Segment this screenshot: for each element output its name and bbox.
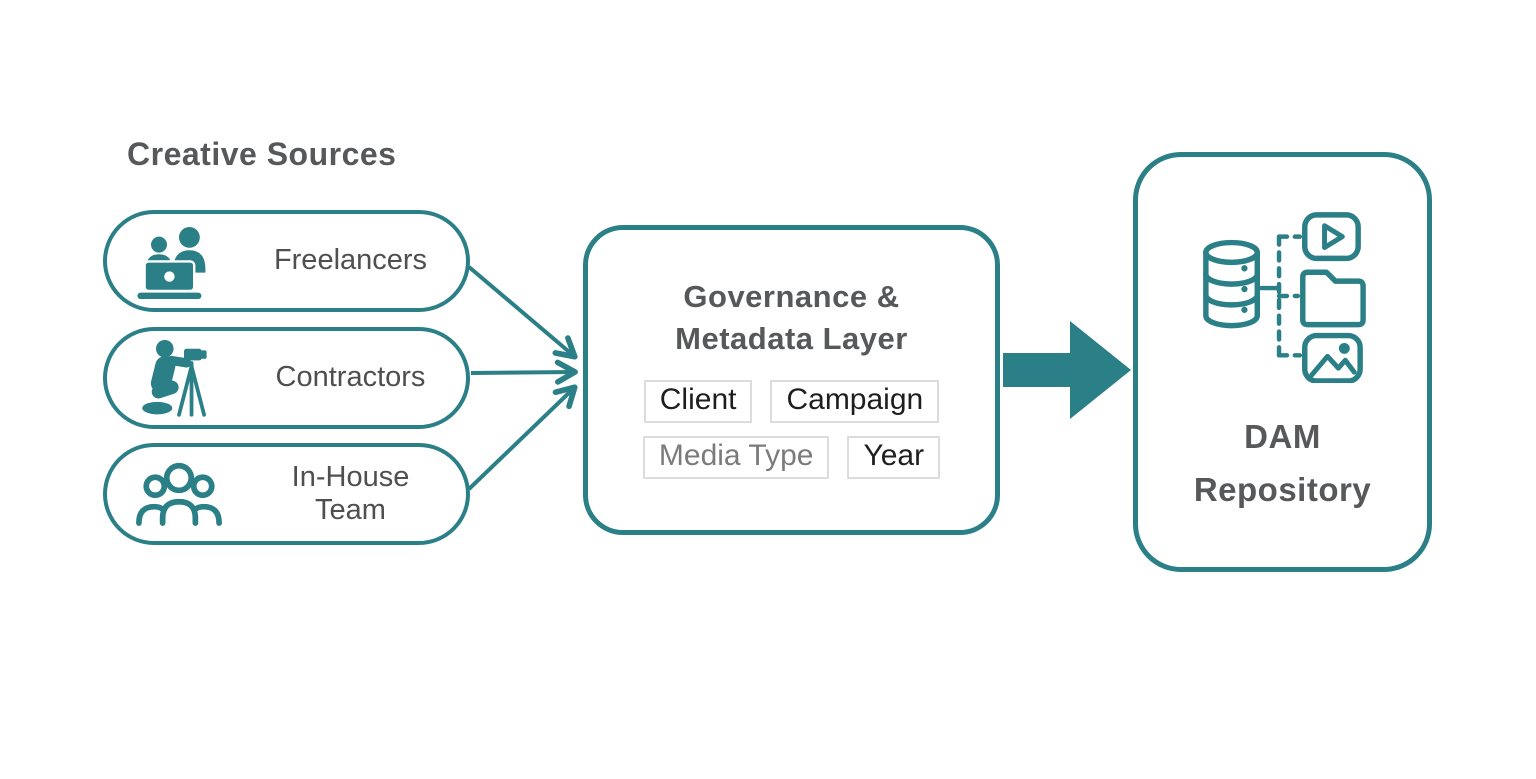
photographer-tripod-icon — [123, 335, 235, 421]
arrow-freelancers-to-governance — [467, 265, 578, 360]
dam-repository-box: DAM Repository — [1133, 152, 1432, 572]
source-pill-contractors: Contractors — [103, 327, 470, 429]
tag-media-type: Media Type — [642, 436, 830, 480]
arrow-inhouse-to-governance — [467, 384, 578, 491]
metadata-tags: Client Campaign Media Type Year — [616, 380, 968, 480]
arrow-governance-to-repository — [1003, 321, 1131, 419]
source-arrows — [467, 265, 578, 491]
tag-client: Client — [643, 380, 753, 424]
team-group-icon — [123, 458, 235, 530]
tag-campaign: Campaign — [770, 380, 940, 424]
database-asset-tree-icon — [1194, 205, 1372, 388]
dam-repository-title: DAM Repository — [1193, 418, 1372, 509]
pill-label-inhouse: In-House Team — [291, 460, 410, 526]
pill-label-freelancers: Freelancers — [273, 244, 428, 277]
source-pill-inhouse: In-House Team — [103, 443, 470, 545]
governance-metadata-box: Governance & Metadata Layer Client Campa… — [583, 225, 1000, 535]
tag-year: Year — [847, 436, 941, 480]
governance-title: Governance & Metadata Layer — [675, 279, 908, 357]
pill-label-contractors: Contractors — [275, 361, 426, 394]
creative-sources-heading: Creative Sources — [127, 136, 397, 172]
freelancers-duo-laptop-icon — [123, 221, 235, 301]
arrow-contractors-to-governance — [470, 359, 578, 385]
source-pill-freelancers: Freelancers — [103, 210, 470, 312]
